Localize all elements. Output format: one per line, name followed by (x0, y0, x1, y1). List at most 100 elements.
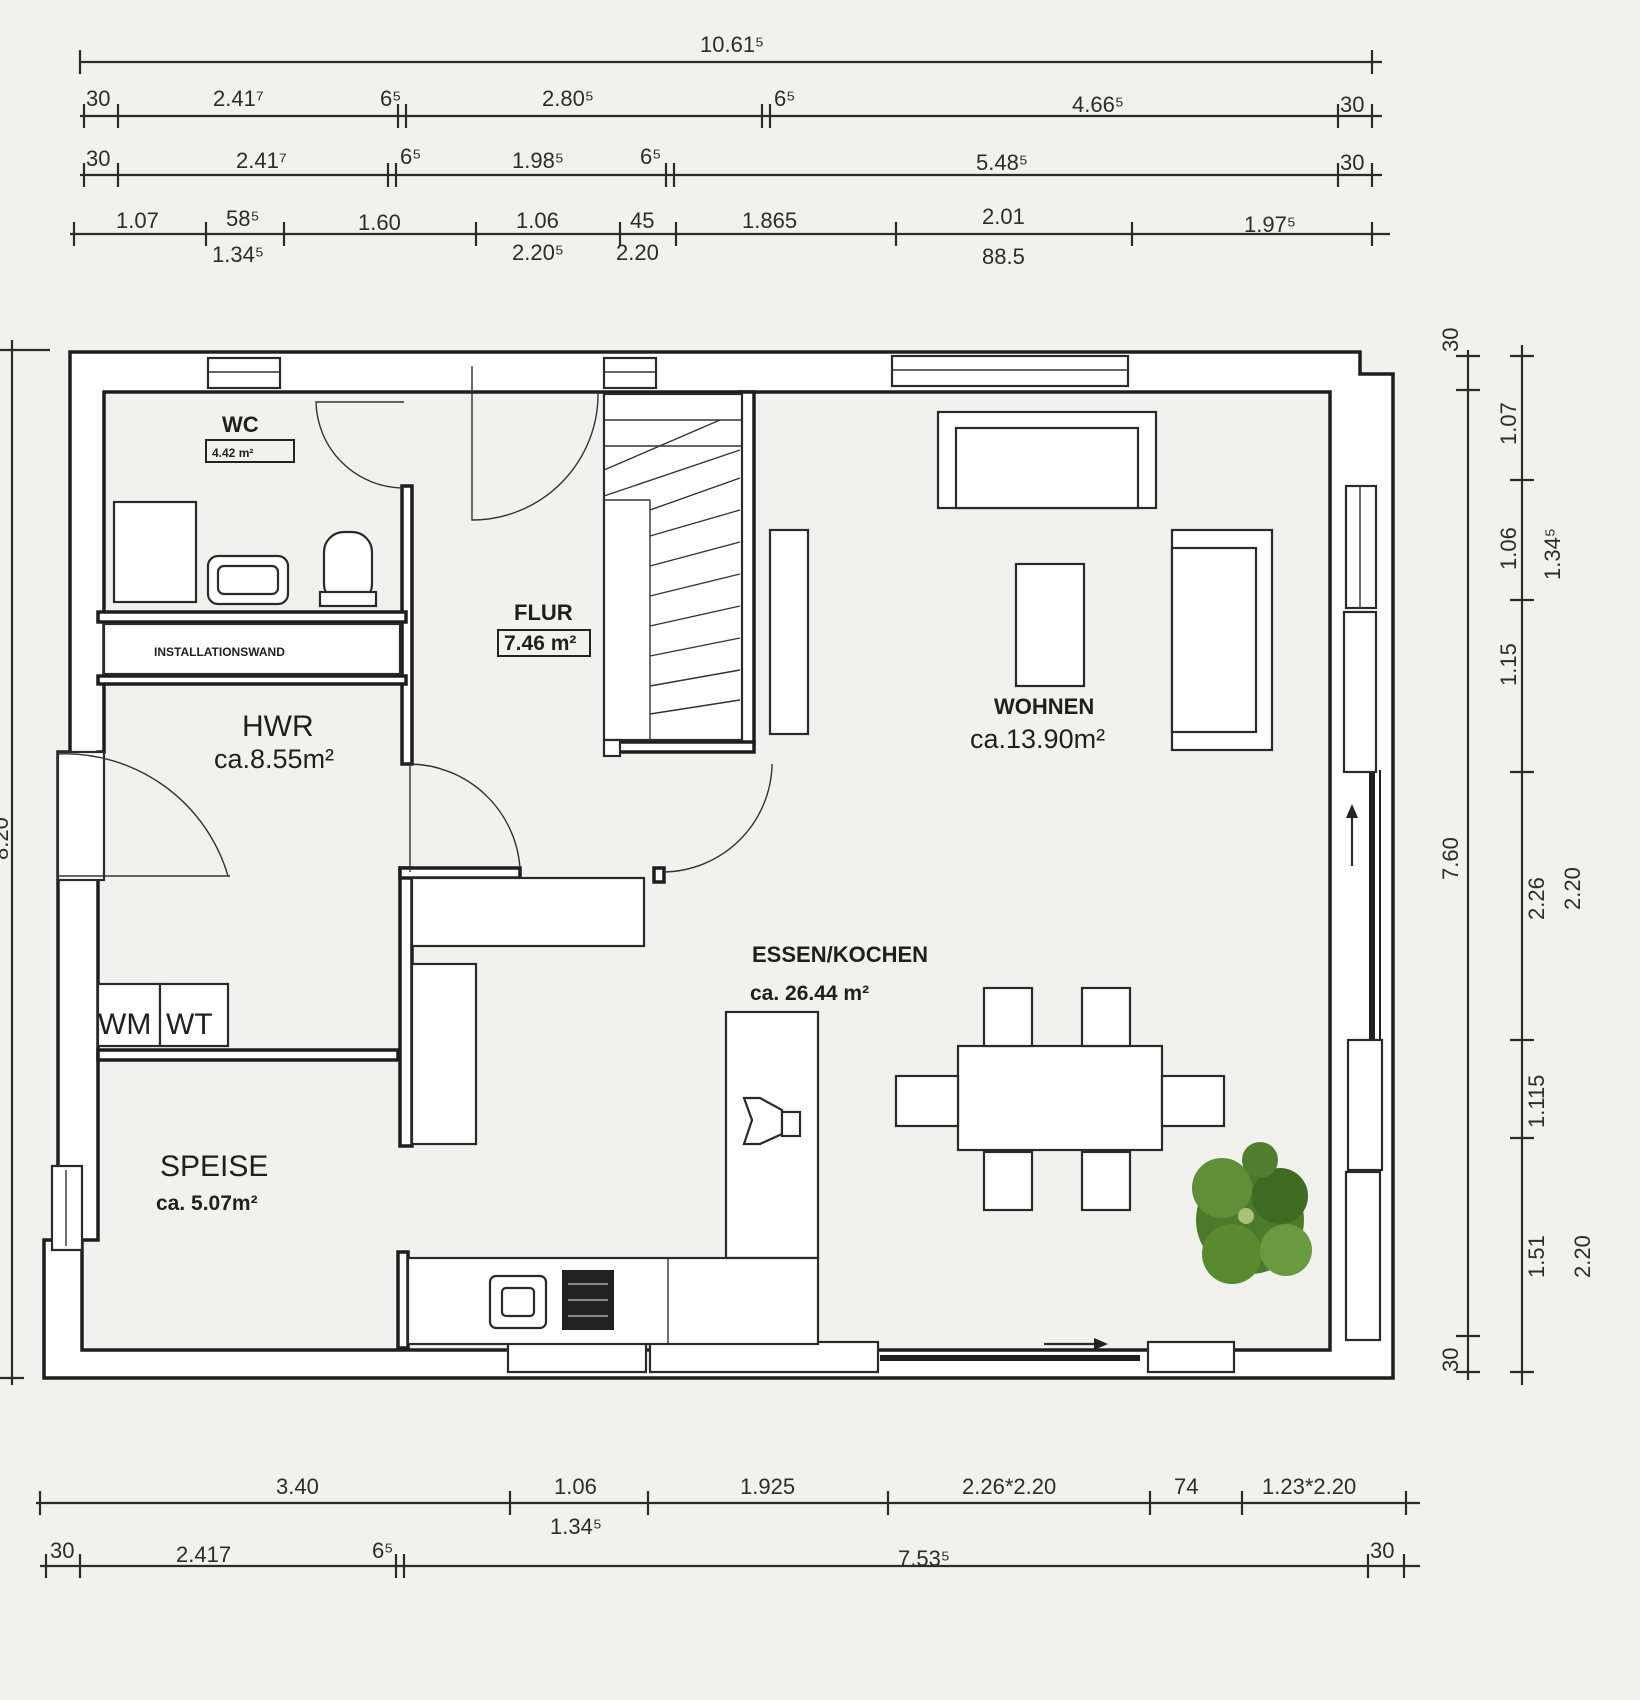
dim-r2-5: 6⁵ (774, 86, 795, 111)
room-hwr-area: ca.8.55m² (214, 744, 334, 774)
window-wc (206, 356, 282, 390)
wall-kitchen-left (396, 1250, 410, 1350)
dim-r4-5: 45 (630, 208, 654, 233)
dim-r3-6: 5.48⁵ (976, 150, 1028, 175)
dim-b1-3: 1.925 (740, 1474, 795, 1499)
dim-r4-6: 1.865 (742, 208, 797, 233)
wall-inst-hwr (96, 674, 408, 686)
chair-5 (894, 1074, 960, 1128)
dim-b1-6: 1.23*2.20 (1262, 1474, 1356, 1499)
window-right-2 (1342, 610, 1378, 774)
room-flur-area: 7.46 m² (504, 632, 576, 655)
wall-stair-bottom (606, 740, 756, 754)
shower (112, 500, 198, 604)
staircase (602, 392, 744, 758)
window-bottom-mid (648, 1340, 880, 1374)
wall-flur-bottom (398, 866, 522, 880)
dim-right-7: 1.115 (1524, 1075, 1549, 1128)
dim-b1-5: 74 (1174, 1474, 1198, 1499)
dim-r4-l1: 1.34⁵ (212, 242, 264, 267)
window-bottom-right (1146, 1340, 1236, 1374)
dim-right-3: 1.34⁵ (1540, 528, 1565, 580)
dim-b2-3: 6⁵ (372, 1538, 393, 1563)
dim-r4-l2: 2.20⁵ (512, 240, 564, 265)
plant-icon (1192, 1142, 1312, 1284)
dim-b2-2: 2.417 (176, 1542, 231, 1567)
dim-r3-2: 2.41⁷ (236, 148, 287, 173)
dim-b1-4: 2.26*2.20 (962, 1474, 1056, 1499)
dim-b2-4: 7.53⁵ (898, 1546, 950, 1571)
dryer (158, 982, 230, 1048)
wall-wc-inst (96, 610, 408, 624)
bar-stool (742, 1096, 784, 1146)
dim-right-6: 2.20 (1560, 867, 1585, 910)
dim-right-4: 1.15 (1496, 643, 1521, 686)
counter-left (410, 962, 478, 1146)
room-installation-name: INSTALLATIONSWAND (154, 645, 285, 659)
dim-r4-4: 1.06 (516, 208, 559, 233)
dim-r3-4: 1.98⁵ (512, 148, 564, 173)
washing-machine (96, 982, 162, 1048)
dim-right-total: 7.60 (1438, 837, 1463, 880)
dim-right-top-30: 30 (1438, 328, 1463, 352)
label-wt: WT (166, 1008, 213, 1041)
dim-r2-3: 6⁵ (380, 86, 401, 111)
dim-r4-8: 1.97⁵ (1244, 212, 1296, 237)
counter-top-left (410, 876, 646, 948)
dim-right-9: 2.20 (1570, 1235, 1595, 1278)
room-wc-area: 4.42 m² (212, 446, 253, 460)
dim-r3-5: 6⁵ (640, 144, 661, 169)
dim-r3-7: 30 (1340, 150, 1364, 175)
top-dimensions: 10.61⁵ 30 2.41⁷ 6⁵ 2.80⁵ 6⁵ 4.66⁵ 30 30 … (70, 32, 1390, 269)
chair-3 (982, 1150, 1034, 1212)
window-wohnen-top (890, 354, 1130, 388)
left-dimension: 8.20 (0, 340, 50, 1385)
label-wm: WM (98, 1008, 151, 1041)
windows (50, 354, 1384, 1374)
wall-hwr-kitchen (398, 866, 414, 1148)
sideboard (768, 528, 810, 736)
dim-r3-1: 30 (86, 146, 110, 171)
room-labels: WC 4.42 m² INSTALLATIONSWAND HWR ca.8.55… (98, 412, 1105, 1215)
window-speise (50, 1164, 84, 1252)
dim-r4-2: 58⁵ (226, 206, 260, 231)
room-hwr-name: HWR (242, 710, 314, 743)
dim-r2-6: 4.66⁵ (1072, 92, 1124, 117)
dim-right-bottom-30: 30 (1438, 1348, 1463, 1372)
dim-b1-2: 1.06 (554, 1474, 597, 1499)
room-wohnen-area: ca.13.90m² (970, 724, 1105, 754)
room-wc-name: WC (222, 412, 259, 437)
installation-wall (102, 622, 402, 676)
doors (57, 366, 773, 878)
dim-r2-1: 30 (86, 86, 110, 111)
dim-b2-1: 30 (50, 1538, 74, 1563)
chair-2 (1080, 986, 1132, 1048)
right-dimensions: 30 7.60 30 1.07 1.06 1.34⁵ 1.15 2.26 2.2… (1438, 328, 1595, 1385)
room-wohnen-name: WOHNEN (994, 694, 1094, 719)
window-stair (602, 356, 658, 390)
chair-1 (982, 986, 1034, 1048)
room-speise-name: SPEISE (160, 1150, 268, 1183)
bottom-dimensions: 3.40 1.06 1.925 2.26*2.20 74 1.23*2.20 1… (36, 1474, 1420, 1578)
dim-r4-1: 1.07 (116, 208, 159, 233)
dim-b1-1: 3.40 (276, 1474, 319, 1499)
room-essen-name: ESSEN/KOCHEN (752, 942, 928, 967)
wall-hwr-speise (96, 1048, 400, 1062)
window-right-4 (1344, 1170, 1382, 1342)
room-flur-name: FLUR (514, 600, 573, 625)
dim-b2-5: 30 (1370, 1538, 1394, 1563)
dim-r4-l4: 88.5 (982, 244, 1025, 269)
dim-r4-3: 1.60 (358, 210, 401, 235)
dim-r2-2: 2.41⁷ (213, 86, 264, 111)
dim-total-width: 10.61⁵ (700, 32, 764, 57)
dining-table (956, 1044, 1164, 1152)
room-essen-area: ca. 26.44 m² (750, 982, 869, 1005)
door-outer-hwr (56, 750, 106, 882)
chair-6 (1160, 1074, 1226, 1128)
dim-b1-l1: 1.34⁵ (550, 1514, 602, 1539)
walls (42, 350, 1395, 1380)
window-right-3 (1346, 1038, 1384, 1172)
chair-4 (1080, 1150, 1132, 1212)
room-speise-area: ca. 5.07m² (156, 1192, 258, 1215)
